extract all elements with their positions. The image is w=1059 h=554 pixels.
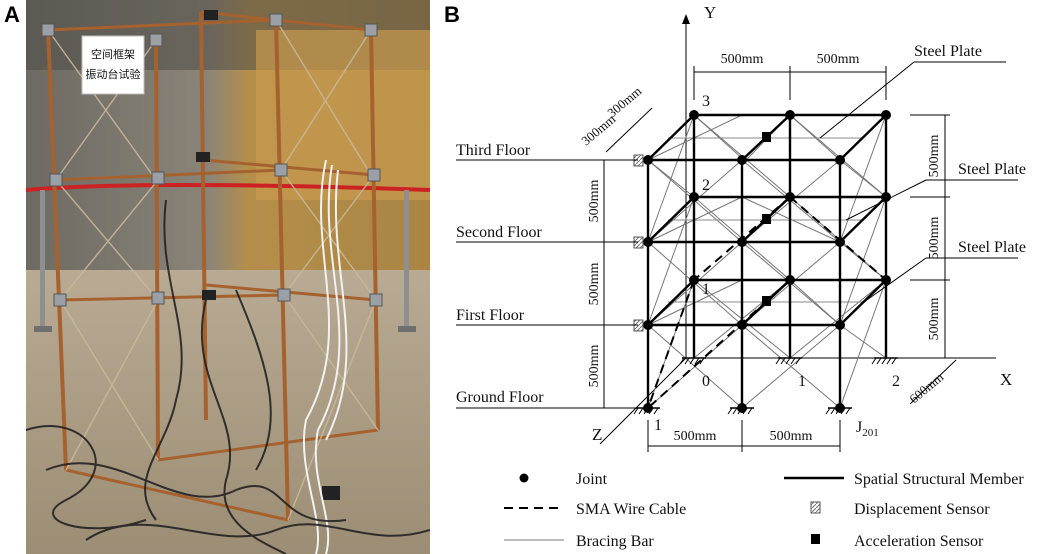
sign-line-2: 振动台试验 [86, 67, 141, 81]
z-axis-label: Z [592, 425, 602, 444]
legend-sma-label: SMA Wire Cable [576, 501, 686, 518]
node-label-3: 3 [702, 93, 710, 110]
shake-table-photo: 空间框架 振动台试验 [26, 0, 430, 554]
sign-line-1: 空间框架 [91, 47, 135, 61]
panel-b-label: B [444, 2, 460, 27]
second-floor-label: Second Floor [456, 224, 542, 241]
legend-joint-label: Joint [576, 471, 608, 488]
dim-left-2: 500mm [587, 263, 602, 306]
spatial-structural-members [646, 113, 888, 408]
dim-right-2: 500mm [927, 217, 942, 260]
node-label-0: 0 [702, 373, 710, 390]
joint-j201-label: J201 [856, 419, 879, 439]
dim-top-left: 500mm [721, 52, 764, 67]
dim-depth-2: 300mm [604, 83, 644, 120]
legend-bracing-label: Bracing Bar [576, 533, 654, 550]
dim-right-1: 500mm [927, 298, 942, 341]
z-axis [599, 357, 687, 445]
first-floor-label: First Floor [456, 307, 525, 324]
y-axis-label: Y [704, 3, 716, 22]
dim-depth-base: 600mm [906, 369, 946, 406]
node-label-base-2: 2 [892, 373, 900, 390]
legend-displacement-label: Displacement Sensor [854, 501, 990, 518]
dim-bottom-right: 500mm [770, 429, 813, 444]
x-axis-label: X [1000, 370, 1012, 389]
legend-displacement-marker [810, 501, 821, 514]
third-floor-label: Third Floor [456, 142, 531, 159]
structure-diagram: Y X Z [456, 3, 1026, 550]
dim-left-3: 500mm [587, 180, 602, 223]
steel-plate-label-mid: Steel Plate [958, 161, 1026, 178]
steel-plate-label-low: Steel Plate [958, 239, 1026, 256]
displacement-sensors [633, 154, 644, 332]
dim-top-right: 500mm [817, 52, 860, 67]
dim-right-3: 500mm [927, 135, 942, 178]
legend-acceleration-label: Acceleration Sensor [854, 533, 984, 550]
legend-joint-marker [519, 473, 529, 483]
panel-a-label: A [4, 2, 20, 27]
legend-acceleration-marker [811, 534, 820, 544]
dim-bottom-left: 500mm [674, 429, 717, 444]
legend-spatial-label: Spatial Structural Member [854, 471, 1024, 488]
dim-left-1: 500mm [587, 345, 602, 388]
legend: Joint SMA Wire Cable Bracing Bar Spatial… [504, 471, 1024, 550]
ground-floor-label: Ground Floor [456, 389, 544, 406]
node-label-1: 1 [702, 281, 710, 298]
node-label-base-1: 1 [798, 373, 806, 390]
node-label-2: 2 [702, 177, 710, 194]
node-label-front-1: 1 [654, 417, 662, 434]
steel-plate-label-top: Steel Plate [914, 43, 982, 60]
joints [643, 110, 891, 413]
acceleration-sensors [762, 132, 771, 306]
